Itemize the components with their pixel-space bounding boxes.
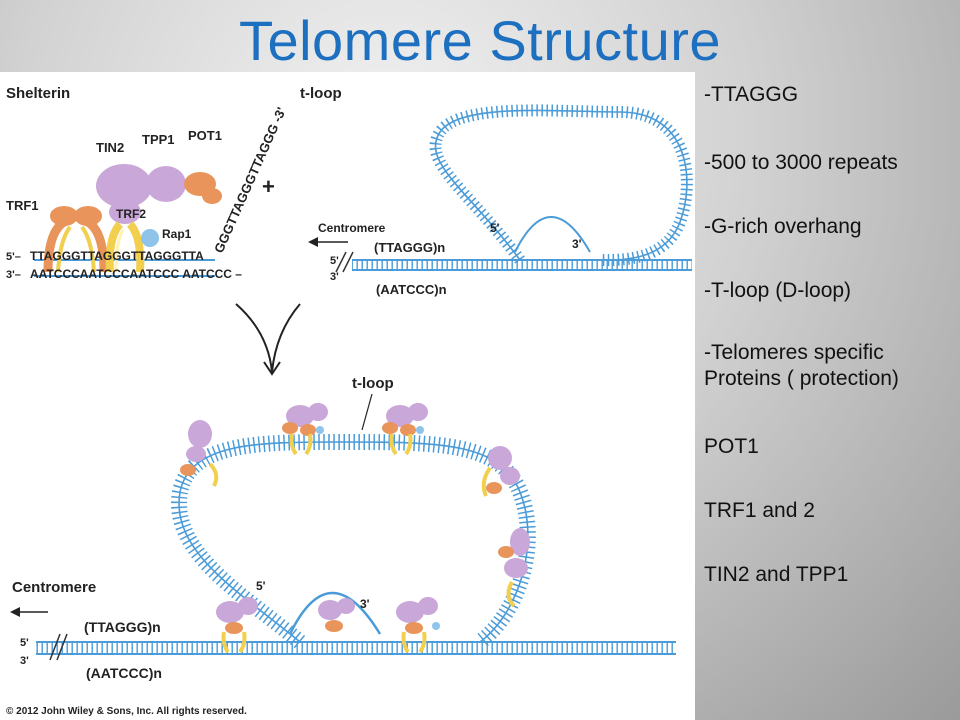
tloop-bottom-3-label: 3' bbox=[360, 597, 370, 611]
tloop-top-dna bbox=[335, 104, 693, 273]
bullet-tin2-tpp1: TIN2 and TPP1 bbox=[704, 563, 849, 586]
transition-arrow bbox=[235, 303, 301, 376]
three-prime-top: 3' bbox=[330, 271, 339, 283]
slide-title: Telomere Structure bbox=[238, 9, 722, 72]
top-sequence: TTAGGGTTAGGGTTAGGGTTA bbox=[30, 249, 204, 263]
strand-3-label: 3'– bbox=[6, 269, 21, 281]
tin2-label: TIN2 bbox=[96, 140, 124, 155]
trf2-label: TRF2 bbox=[116, 207, 146, 221]
shelterin-label: Shelterin bbox=[6, 85, 70, 102]
centromere-arrow-top bbox=[308, 237, 348, 247]
shelterin-cluster bbox=[180, 403, 530, 654]
rap1-protein bbox=[141, 229, 159, 247]
tloop-bottom-dna bbox=[36, 433, 676, 661]
bullet-pot1: POT1 bbox=[704, 435, 759, 458]
bullet-specific-line1: -Telomeres specific bbox=[704, 341, 884, 364]
diagram-svg: Shelterin bbox=[6, 85, 693, 717]
bullet-specific-line2: Proteins ( protection) bbox=[704, 367, 899, 390]
pot1-label: POT1 bbox=[188, 128, 222, 143]
trf1-protein bbox=[43, 206, 109, 273]
repeat-bottom-label-bottom: (AATCCC)n bbox=[86, 665, 162, 681]
centromere-label-top: Centromere bbox=[318, 221, 386, 235]
tloop-label-top: t-loop bbox=[300, 85, 342, 102]
three-prime-bottom: 3' bbox=[20, 655, 29, 667]
tloop-label-bottom: t-loop bbox=[352, 375, 394, 392]
five-prime-top: 5' bbox=[330, 255, 339, 267]
centromere-label-bottom: Centromere bbox=[12, 579, 96, 596]
tpp1-label: TPP1 bbox=[142, 132, 175, 147]
tpp1-protein bbox=[146, 166, 186, 202]
tloop-bottom-5-label: 5' bbox=[256, 579, 266, 593]
copyright-text: © 2012 John Wiley & Sons, Inc. All right… bbox=[6, 706, 247, 717]
bottom-sequence: AATCCCAATCCCAATCCC AATCCC – bbox=[30, 267, 242, 281]
telomere-diagram: Shelterin bbox=[0, 72, 695, 720]
tloop-5-label: 5' bbox=[490, 221, 500, 235]
tloop-3-label: 3' bbox=[572, 237, 582, 251]
five-prime-bottom: 5' bbox=[20, 637, 29, 649]
bullet-trf: TRF1 and 2 bbox=[704, 499, 815, 522]
bullet-t-loop: -T-loop (D-loop) bbox=[704, 279, 852, 302]
repeat-top-label-bottom: (TTAGGG)n bbox=[84, 619, 161, 635]
rap1-label: Rap1 bbox=[162, 227, 192, 241]
overhang-sequence: GGGTTAGGGTTAGGG -3' bbox=[211, 105, 289, 255]
strand-5-label: 5'– bbox=[6, 251, 21, 263]
trf1-label: TRF1 bbox=[6, 198, 39, 213]
centromere-arrow-bottom bbox=[10, 607, 48, 617]
shelterin-dna bbox=[34, 259, 215, 277]
bullet-g-rich: -G-rich overhang bbox=[704, 215, 862, 238]
bullet-repeats: -500 to 3000 repeats bbox=[704, 151, 898, 174]
repeat-bottom-label: (AATCCC)n bbox=[376, 282, 447, 297]
plus-sign: + bbox=[262, 174, 275, 199]
pot1-protein bbox=[184, 172, 222, 204]
repeat-top-label: (TTAGGG)n bbox=[374, 240, 445, 255]
tin2-protein bbox=[96, 164, 152, 208]
bullet-ttaggg: -TTAGGG bbox=[704, 83, 799, 106]
bullet-specific-proteins: -Telomeres specific Proteins ( protectio… bbox=[704, 340, 899, 392]
